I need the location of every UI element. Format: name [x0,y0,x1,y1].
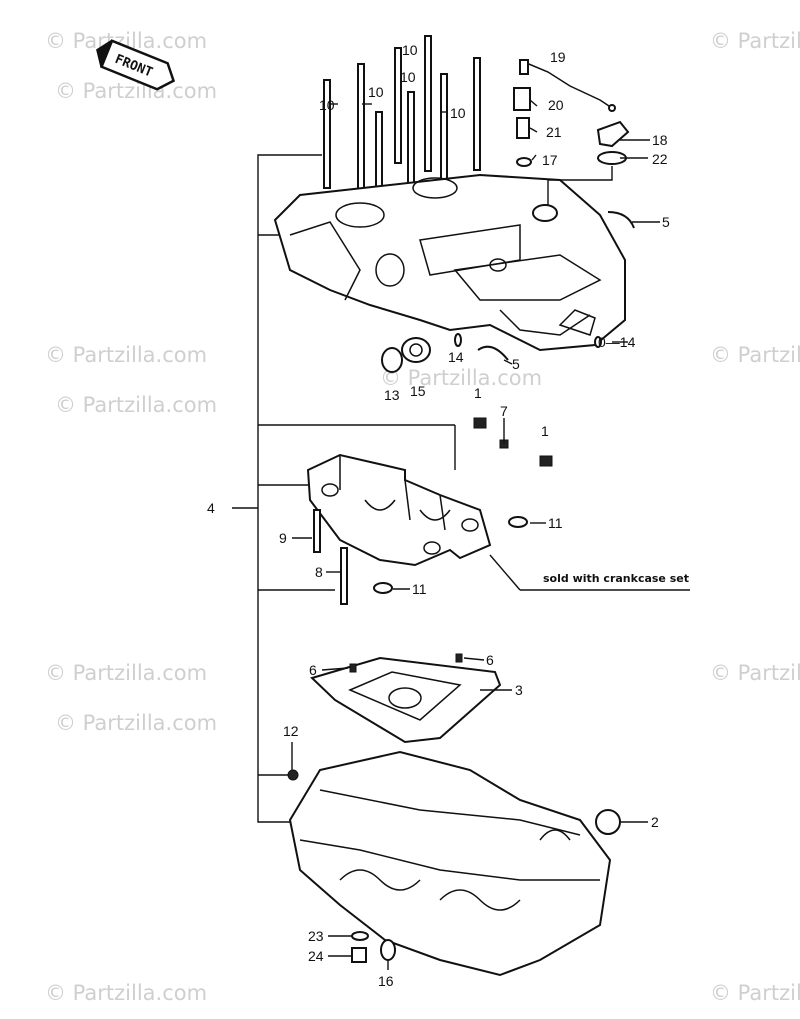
upper-crankcase [273,173,626,352]
callout-6: 6 [486,652,494,668]
crankshaft-journal-block [306,453,690,591]
callout-10: 10 [319,97,335,113]
plug-small [287,769,299,781]
watermark: © Partzilla.com [55,79,217,103]
watermark: © Partzilla.com [55,711,217,735]
callout-23: 23 [308,928,324,944]
watermark: © Partzilla.com [55,393,217,417]
dowel-pin [594,336,602,348]
stud-bolt [440,73,448,195]
watermark: © Partzilla.com [710,981,800,1005]
callout-9: 9 [279,530,287,546]
breather-cover [310,653,502,744]
watermark: © Partzilla.com [710,661,800,685]
watermark: © Partzilla.com [45,343,207,367]
screw [349,663,357,673]
oil-seal [401,337,431,363]
watermarks: © Partzilla.com © Partzilla.com © Partzi… [45,29,800,1005]
lower-crankcase [287,750,621,977]
callout-2: 2 [651,814,659,830]
drain-gasket [351,931,369,941]
oil-pressure-switch [513,87,531,111]
sold-with-crankcase-note: sold with crankcase set [543,572,689,585]
callout-10: 10 [368,84,384,100]
callout-8: 8 [315,564,323,580]
drain-plug-parts [351,931,396,963]
callout-14: 14 [448,349,464,365]
screw [455,653,463,663]
stud-bolt [394,47,402,164]
watermark: © Partzilla.com [710,343,800,367]
callout-1: 1 [474,385,482,401]
drain-plug [351,947,367,963]
dowel-pin [454,333,462,347]
stud-bolt [357,63,365,195]
plug-16 [380,939,396,961]
callout-5: 5 [662,214,670,230]
callout-19: 19 [550,49,566,65]
terminal [519,59,529,75]
bolt [539,455,553,467]
callout-11: 11 [412,581,427,597]
callouts: 10 10 10 10 10 19 20 21 17 18 22 5 0—14 … [207,42,689,989]
washer [508,516,528,528]
switch-fitting [516,117,530,139]
watermark: © Partzilla.com [710,29,800,53]
bolt [473,417,487,429]
stud-bolt [424,35,432,172]
callout-4: 4 [207,500,215,516]
stud-bolt [323,79,331,189]
stud-bolt [407,91,415,193]
half-moon-seal [477,345,509,361]
callout-1: 1 [541,423,549,439]
callout-10: 10 [402,42,418,58]
callout-13: 13 [384,387,400,403]
callout-18: 18 [652,132,668,148]
oil-filler-cap [596,120,630,148]
callout-7: 7 [500,403,508,419]
bolt [340,547,348,605]
callout-11: 11 [548,515,563,531]
oil-pressure-switch-parts [513,59,630,205]
o-ring [516,157,532,167]
watermark: © Partzilla.com [380,366,542,390]
crankcase-bolts [473,417,553,467]
plug [595,809,621,835]
watermark: © Partzilla.com [45,661,207,685]
callout-14: 0—14 [598,334,636,350]
callout-3: 3 [515,682,523,698]
callout-16: 16 [378,973,394,989]
callout-5: 5 [512,356,520,372]
circlip [381,347,403,373]
upper-small-parts [381,211,635,373]
callout-24: 24 [308,948,324,964]
block-bolts [313,509,528,605]
callout-15: 15 [410,383,426,399]
callout-21: 21 [546,124,562,140]
washer [373,582,393,594]
callout-6: 6 [309,662,317,678]
watermark: © Partzilla.com [45,981,207,1005]
callout-22: 22 [652,151,668,167]
callout-12: 12 [283,723,299,739]
bolt [313,509,321,553]
callout-20: 20 [548,97,564,113]
callout-10: 10 [400,69,416,85]
stud-bolt [473,57,481,171]
leader-lines [291,99,660,970]
stud-bolts [323,35,481,218]
half-moon-seal [607,211,635,229]
callout-10: 10 [450,105,466,121]
callout-17: 17 [542,152,558,168]
